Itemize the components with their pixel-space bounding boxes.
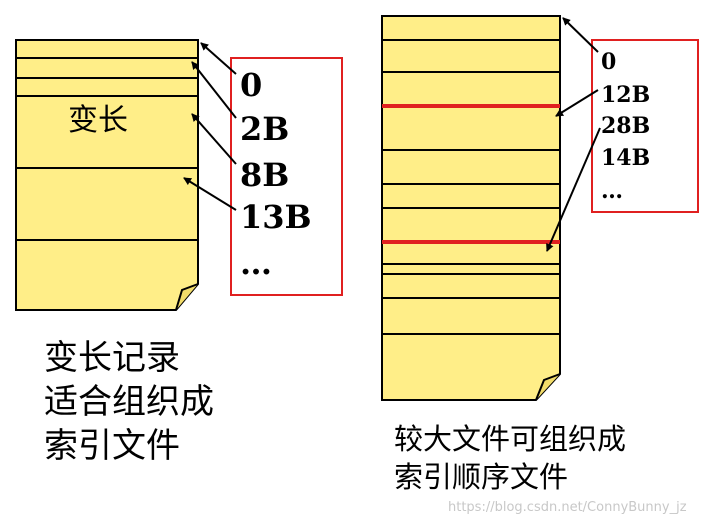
watermark: https://blog.csdn.net/ConnyBunny_jz xyxy=(448,500,687,515)
right-pointer-arrows xyxy=(546,17,601,252)
left-pointer-arrow xyxy=(191,61,237,119)
left-file-corner-fold xyxy=(175,283,199,311)
right-index: 0 12B 28B 14B … xyxy=(591,39,699,213)
right-index-entry: 14B xyxy=(601,145,650,171)
right-index-entry: 28B xyxy=(601,113,650,139)
left-index-box xyxy=(230,57,343,296)
left-index-entry: … xyxy=(240,244,272,282)
right-index-entry: … xyxy=(601,178,623,204)
right-pointer-arrow xyxy=(546,127,601,252)
left-pointer-arrows xyxy=(183,42,237,211)
right-file-corner-fold xyxy=(535,373,561,401)
right-index-entry: 12B xyxy=(601,82,650,108)
right-file xyxy=(381,15,561,401)
left-pointer-arrow xyxy=(183,177,237,211)
left-pointer-arrow xyxy=(191,113,237,165)
right-pointer-arrow xyxy=(555,89,599,117)
right-index-entry: 0 xyxy=(601,49,616,75)
right-caption: 较大文件可组织成 索引顺序文件 xyxy=(394,422,627,494)
left-file-label: 变长 xyxy=(68,103,128,138)
right-index-box xyxy=(591,39,699,213)
left-index-entry: 0 xyxy=(240,66,262,104)
right-pointer-arrow xyxy=(562,17,599,53)
left-index-entry: 2B xyxy=(240,110,289,148)
left-file: 变长 xyxy=(15,39,199,311)
left-index-entry: 13B xyxy=(240,198,312,236)
left-caption: 变长记录 适合组织成 索引文件 xyxy=(44,338,214,466)
left-file-body xyxy=(15,39,199,311)
left-pointer-arrow xyxy=(200,42,237,75)
left-index: 0 2B 8B 13B … xyxy=(230,57,343,296)
left-index-entry: 8B xyxy=(240,156,289,194)
